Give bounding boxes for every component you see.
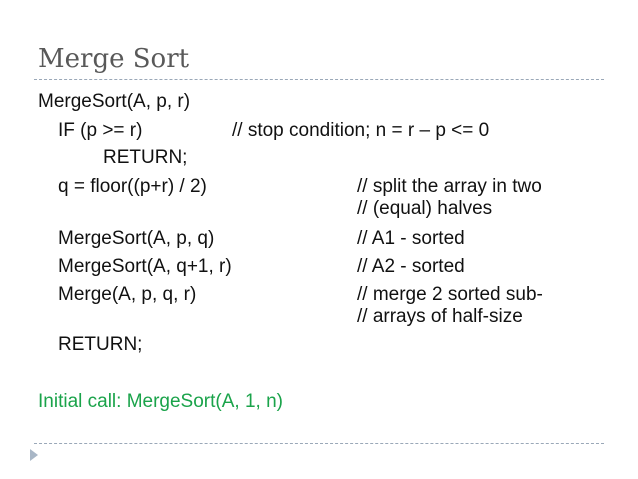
code-merge-comment-2: // arrays of half-size [357,306,523,327]
code-rec2-comment: // A2 - sorted [357,256,465,277]
code-merge-comment-1: // merge 2 sorted sub- [357,284,543,305]
code-return-inner: RETURN; [103,147,188,168]
footer-divider [34,443,604,444]
slide-title: Merge Sort [38,44,190,74]
triangle-bullet-icon [30,449,38,461]
code-q-line: q = floor((p+r) / 2) [58,176,207,197]
code-if-comment: // stop condition; n = r – p <= 0 [232,120,490,141]
code-signature: MergeSort(A, p, r) [38,91,191,112]
code-q-comment-1: // split the array in two [357,176,542,197]
code-rec1-comment: // A1 - sorted [357,228,465,249]
code-rec2-line: MergeSort(A, q+1, r) [58,256,232,277]
title-divider [34,79,604,80]
code-merge-line: Merge(A, p, q, r) [58,284,197,305]
code-rec1-line: MergeSort(A, p, q) [58,228,215,249]
code-return-outer: RETURN; [58,334,143,355]
code-q-comment-2: // (equal) halves [357,198,493,219]
code-if-line: IF (p >= r) [58,120,143,141]
initial-call-note: Initial call: MergeSort(A, 1, n) [38,391,283,412]
